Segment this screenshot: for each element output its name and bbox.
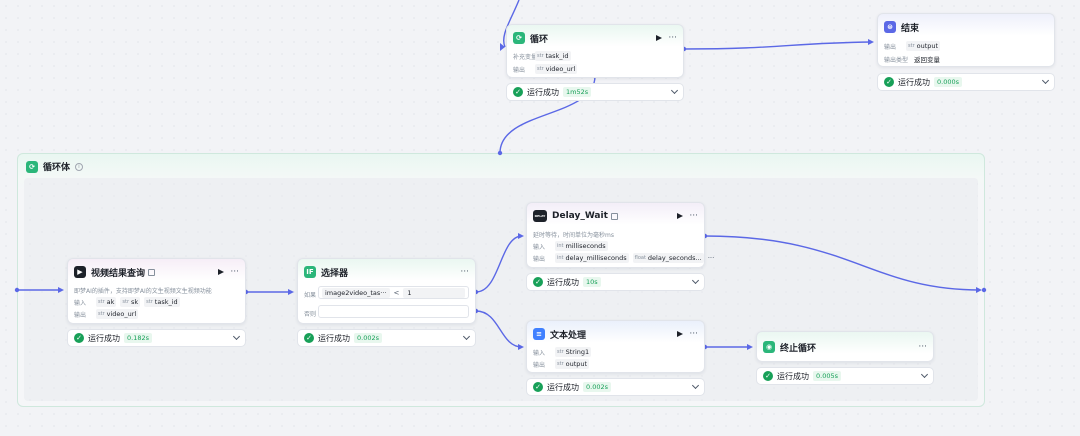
chevron-down-icon[interactable] [1041,76,1050,85]
success-icon: ✓ [513,87,523,97]
more-icon[interactable]: ··· [460,267,469,277]
if-icon: IF [304,266,316,278]
info-icon[interactable]: i [75,162,84,171]
more-icon[interactable]: ··· [668,33,677,43]
delay-wait-node[interactable]: DELAY Delay_Wait ··· 延时等待，时间单位为毫秒ms 输入 i… [526,202,714,268]
selector-status[interactable]: ✓ 运行成功 0.002s [297,329,476,347]
run-icon[interactable] [677,331,684,337]
jimeng-logo-icon: ▶ [74,266,86,278]
success-icon: ✓ [884,77,894,87]
loop-body-title: 循环体 [43,163,71,173]
loop-node-title: 循环 [530,34,549,45]
loop-output-label: 输出 [513,66,526,74]
loop-status[interactable]: ✓ 运行成功 1m52s [506,83,684,101]
delay-status[interactable]: ✓ 运行成功 10s [526,273,705,291]
plugin-badge-icon [148,268,156,276]
else-row[interactable] [318,305,469,318]
loop-icon: ⟳ [26,160,38,173]
delay-logo-icon: DELAY [533,210,547,222]
loop-body-header: ⟳ 循环体 i [26,160,84,173]
end-status[interactable]: ✓ 运行成功 0.000s [877,73,1055,91]
loop-var-label: 补充变量 [513,53,538,61]
stop-status[interactable]: ✓ 运行成功 0.005s [756,367,934,385]
chevron-down-icon[interactable] [920,370,929,379]
more-icon[interactable]: ··· [230,267,239,277]
more-icon[interactable]: ··· [918,342,927,352]
success-icon: ✓ [533,382,543,392]
selector-node[interactable]: IF 选择器 ··· 如果 image2video_tas··· < 1 否则 [297,258,476,324]
more-icon[interactable]: ··· [689,329,698,339]
run-icon[interactable] [218,269,225,275]
stop-loop-node[interactable]: ◉ 终止循环 ··· [756,331,934,362]
wire-loop-end [683,41,873,50]
end-node-title: 结束 [901,23,920,34]
success-icon: ✓ [533,277,543,287]
run-icon[interactable] [656,35,663,41]
end-icon: ⊜ [884,21,896,33]
success-icon: ✓ [304,333,314,343]
success-icon: ✓ [74,333,84,343]
arrow-loop [500,43,505,51]
chevron-down-icon[interactable] [670,86,679,95]
loop-icon: ⟳ [513,32,525,44]
run-icon[interactable] [677,213,684,219]
video-query-node[interactable]: ▶ 视频结果查询 ··· 即梦AI的插件，支持即梦AI的文生视频文生视频功能 输… [67,258,246,324]
success-icon: ✓ [763,371,773,381]
chevron-down-icon[interactable] [232,332,241,341]
document-icon: ≡ [533,328,545,340]
text-status[interactable]: ✓ 运行成功 0.002s [526,378,705,396]
condition-row[interactable]: image2video_tas··· < 1 [318,286,469,299]
plugin-badge-icon [610,212,618,220]
video-status[interactable]: ✓ 运行成功 0.182s [67,329,246,347]
chevron-down-icon[interactable] [691,276,700,285]
chevron-down-icon[interactable] [691,381,700,390]
more-outputs-icon[interactable]: ··· [707,254,715,262]
arrow-end [868,39,874,45]
video-node-desc: 即梦AI的插件，支持即梦AI的文生视频文生视频功能 [74,288,212,295]
stop-icon: ◉ [763,341,775,353]
chevron-down-icon[interactable] [462,332,471,341]
more-icon[interactable]: ··· [689,211,698,221]
